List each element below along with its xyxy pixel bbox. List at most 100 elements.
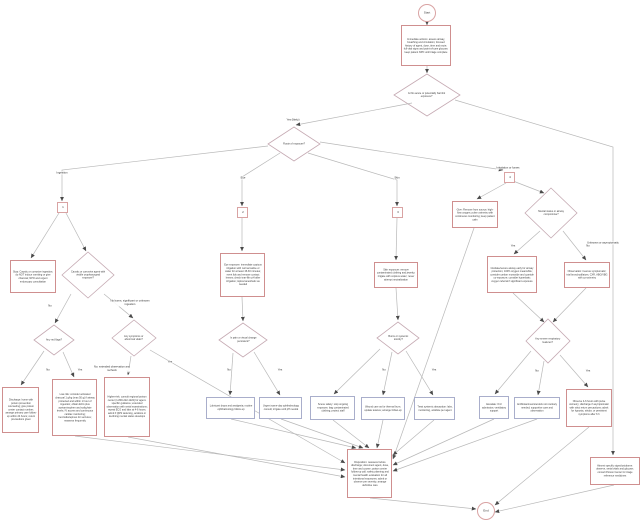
edge-label-inhalation: Inhalation or fumes [481, 162, 536, 175]
diamond-shape-d_route [267, 126, 321, 162]
node-intubate: Intubate/secure airway early for airway … [487, 256, 537, 293]
node-text-eye_irrigate: Eye exposure: immediate copious irrigati… [223, 263, 262, 287]
edge-label-airway-yes: Yes [503, 240, 523, 253]
edge-label-skin-yes: Yes [424, 364, 444, 377]
edge-skin-systemic-e [405, 350, 434, 396]
edge-label-text-symptoms-yes: Yes [167, 360, 173, 364]
node-discharge: Discharge: home with poison prevention c… [2, 387, 39, 433]
edge-observe-resp [552, 287, 587, 323]
edge-decon-skin-d [395, 287, 400, 321]
edge-route-inhalation [319, 141, 504, 172]
edge-observe6h-end [494, 426, 590, 506]
node-text-j1: 1 [61, 205, 64, 209]
node-text-final: Disposition: reassess before discharge; … [350, 460, 389, 487]
edge-label-text-redflags-no: No [45, 368, 51, 372]
edge-j3-skin-decon [394, 217, 399, 261]
edge-label-text-yes-likely: Yes (likely) [286, 118, 300, 122]
node-text-skin_systemic: Treat systemic absorption: labs, monitor… [416, 405, 453, 412]
node-observe_tx: Observation: treat as symptomatic; trial… [564, 262, 610, 288]
edge-label-text-airway-no: No [585, 244, 591, 248]
edge-label-text-symptoms-no: No: extended observation and recheck [91, 365, 133, 373]
node-text-observe_tx: Observation: treat as symptomatic; trial… [566, 270, 608, 280]
node-j1: 1 [57, 202, 68, 213]
edge-label-text-resp-no: No [534, 369, 540, 373]
edge-j1-caustic-d [65, 212, 87, 252]
node-final: Disposition: reassess before discharge; … [347, 449, 392, 498]
edge-label-text-caustic-no: No [47, 304, 53, 308]
node-triage: Immediate actions: assess airway, breath… [401, 25, 451, 66]
node-remove_source: Give: Remove from source; high-flow oxyg… [452, 201, 498, 228]
edge-resp-observe6h [559, 354, 589, 388]
edge-airway-intubate [513, 230, 541, 255]
edge-label-symptoms-yes: Yes [160, 356, 180, 369]
node-end: End [477, 502, 495, 520]
edge-irrigate-eye-d [240, 296, 245, 322]
node-text-j3: 3 [396, 210, 399, 214]
edge-redflags-discharge [20, 350, 45, 386]
edge-label-caustic-alt: No burns; significant or unknown ingesti… [109, 297, 151, 310]
node-text-charcoal: Low-risk: consider activated charcoal 1 … [54, 392, 95, 423]
edge-route-skin [307, 152, 399, 207]
diamond-shape-d_caustic [61, 251, 115, 299]
diamond-shape-d_resp [525, 318, 571, 364]
edge-j1-caustic-stop [30, 212, 60, 259]
edge-caustic-redflags [54, 293, 72, 324]
node-text-resp_observe: Observe 4-6 hours with pulse oximetry; d… [569, 399, 609, 416]
edge-route-ingestion [60, 145, 269, 202]
edge-resp-supportive-e [536, 360, 545, 396]
node-eye_irrigate: Eye exposure: immediate copious irrigati… [220, 253, 265, 297]
node-text-intubate: Intubate/secure airway early for airway … [490, 266, 534, 283]
node-resp_observe: Observe 4-6 hours with pulse oximetry; d… [566, 389, 612, 427]
edge-eyeophtho-final [280, 418, 364, 449]
edge-label-ingestion: Ingestion [45, 167, 80, 180]
node-skin_systemic: Treat systemic absorption: labs, monitor… [414, 397, 455, 420]
edge-acute-route [295, 102, 413, 127]
node-text-caustic_stop: Stop: Caustic or corrosive ingestion; do… [12, 269, 54, 283]
edge-label-eye-yes: Yes [270, 364, 290, 377]
edge-label-eye-no: No [219, 364, 239, 377]
node-scene: Scene safety: stop ongoing exposure; bag… [310, 396, 355, 420]
edge-label-symptoms-no: No: extended observation and recheck [91, 363, 133, 376]
edge-final-end [369, 497, 477, 511]
node-text-remove_source: Give: Remove from source; high-flow oxyg… [455, 207, 495, 221]
edge-label-text-caustic-alt: No burns; significant or unknown ingesti… [109, 299, 151, 307]
node-text-unknown_box: Absent specific signs/toxidrome: observe… [596, 464, 634, 478]
edge-label-caustic-no: No [40, 300, 60, 313]
edge-remove-final [392, 227, 475, 460]
edge-redflags-charcoal [62, 351, 75, 378]
edge-unknown-end [494, 484, 615, 514]
diamond-shape-d_redflags [33, 324, 75, 356]
edge-charcoal-final [74, 435, 346, 472]
edge-label-skin: Skin [385, 172, 410, 185]
node-text-skin_wound: Wound care as for thermal burn; update t… [364, 405, 402, 412]
node-text-j4: 4 [508, 175, 511, 179]
edge-eye-ophtho-e [253, 351, 281, 396]
node-j3: 3 [392, 207, 403, 218]
node-charcoal: Low-risk: consider activated charcoal 1 … [52, 379, 97, 436]
edge-scene-final [332, 419, 370, 449]
edge-label-skin-no: No [374, 364, 394, 377]
node-eye_ophtho: Urgent same-day ophthalmology consult; i… [259, 397, 302, 419]
edge-label-yes-likely: Yes (likely) [276, 114, 311, 127]
node-text-discharge: Discharge: home with poison prevention c… [4, 398, 37, 422]
edge-j4-airway [512, 180, 545, 194]
node-text-resp_icu: Escalate: ICU admission; ventilatory sup… [481, 402, 507, 413]
node-skin_decon: Skin exposure: remove contaminated cloth… [374, 262, 418, 288]
node-resp_icu: Escalate: ICU admission; ventilatory sup… [479, 396, 509, 419]
edge-icu-final [392, 418, 495, 466]
edge-label-text-eye: Eye [240, 176, 246, 180]
edge-label-eye: Eye [231, 172, 256, 185]
node-text-scene: Scene safety: stop ongoing exposure; bag… [316, 403, 349, 413]
edge-label-text-skin-no: No [381, 368, 387, 372]
edge-label-text-inhalation: Inhalation or fumes [496, 166, 520, 170]
edge-label-airway-no: No [578, 240, 598, 253]
edge-label-redflags-yes: Yes [70, 364, 90, 377]
node-resp_supportive: Antihistamines/steroids not routinely ne… [514, 397, 560, 419]
node-text-eye_ophtho: Urgent same-day ophthalmology consult; i… [262, 404, 299, 411]
node-j2: 2 [237, 207, 248, 218]
edge-label-resp-no: No [527, 365, 547, 378]
edge-label-redflags-no: No [38, 364, 58, 377]
diamond-shape-d_skin [376, 321, 420, 355]
